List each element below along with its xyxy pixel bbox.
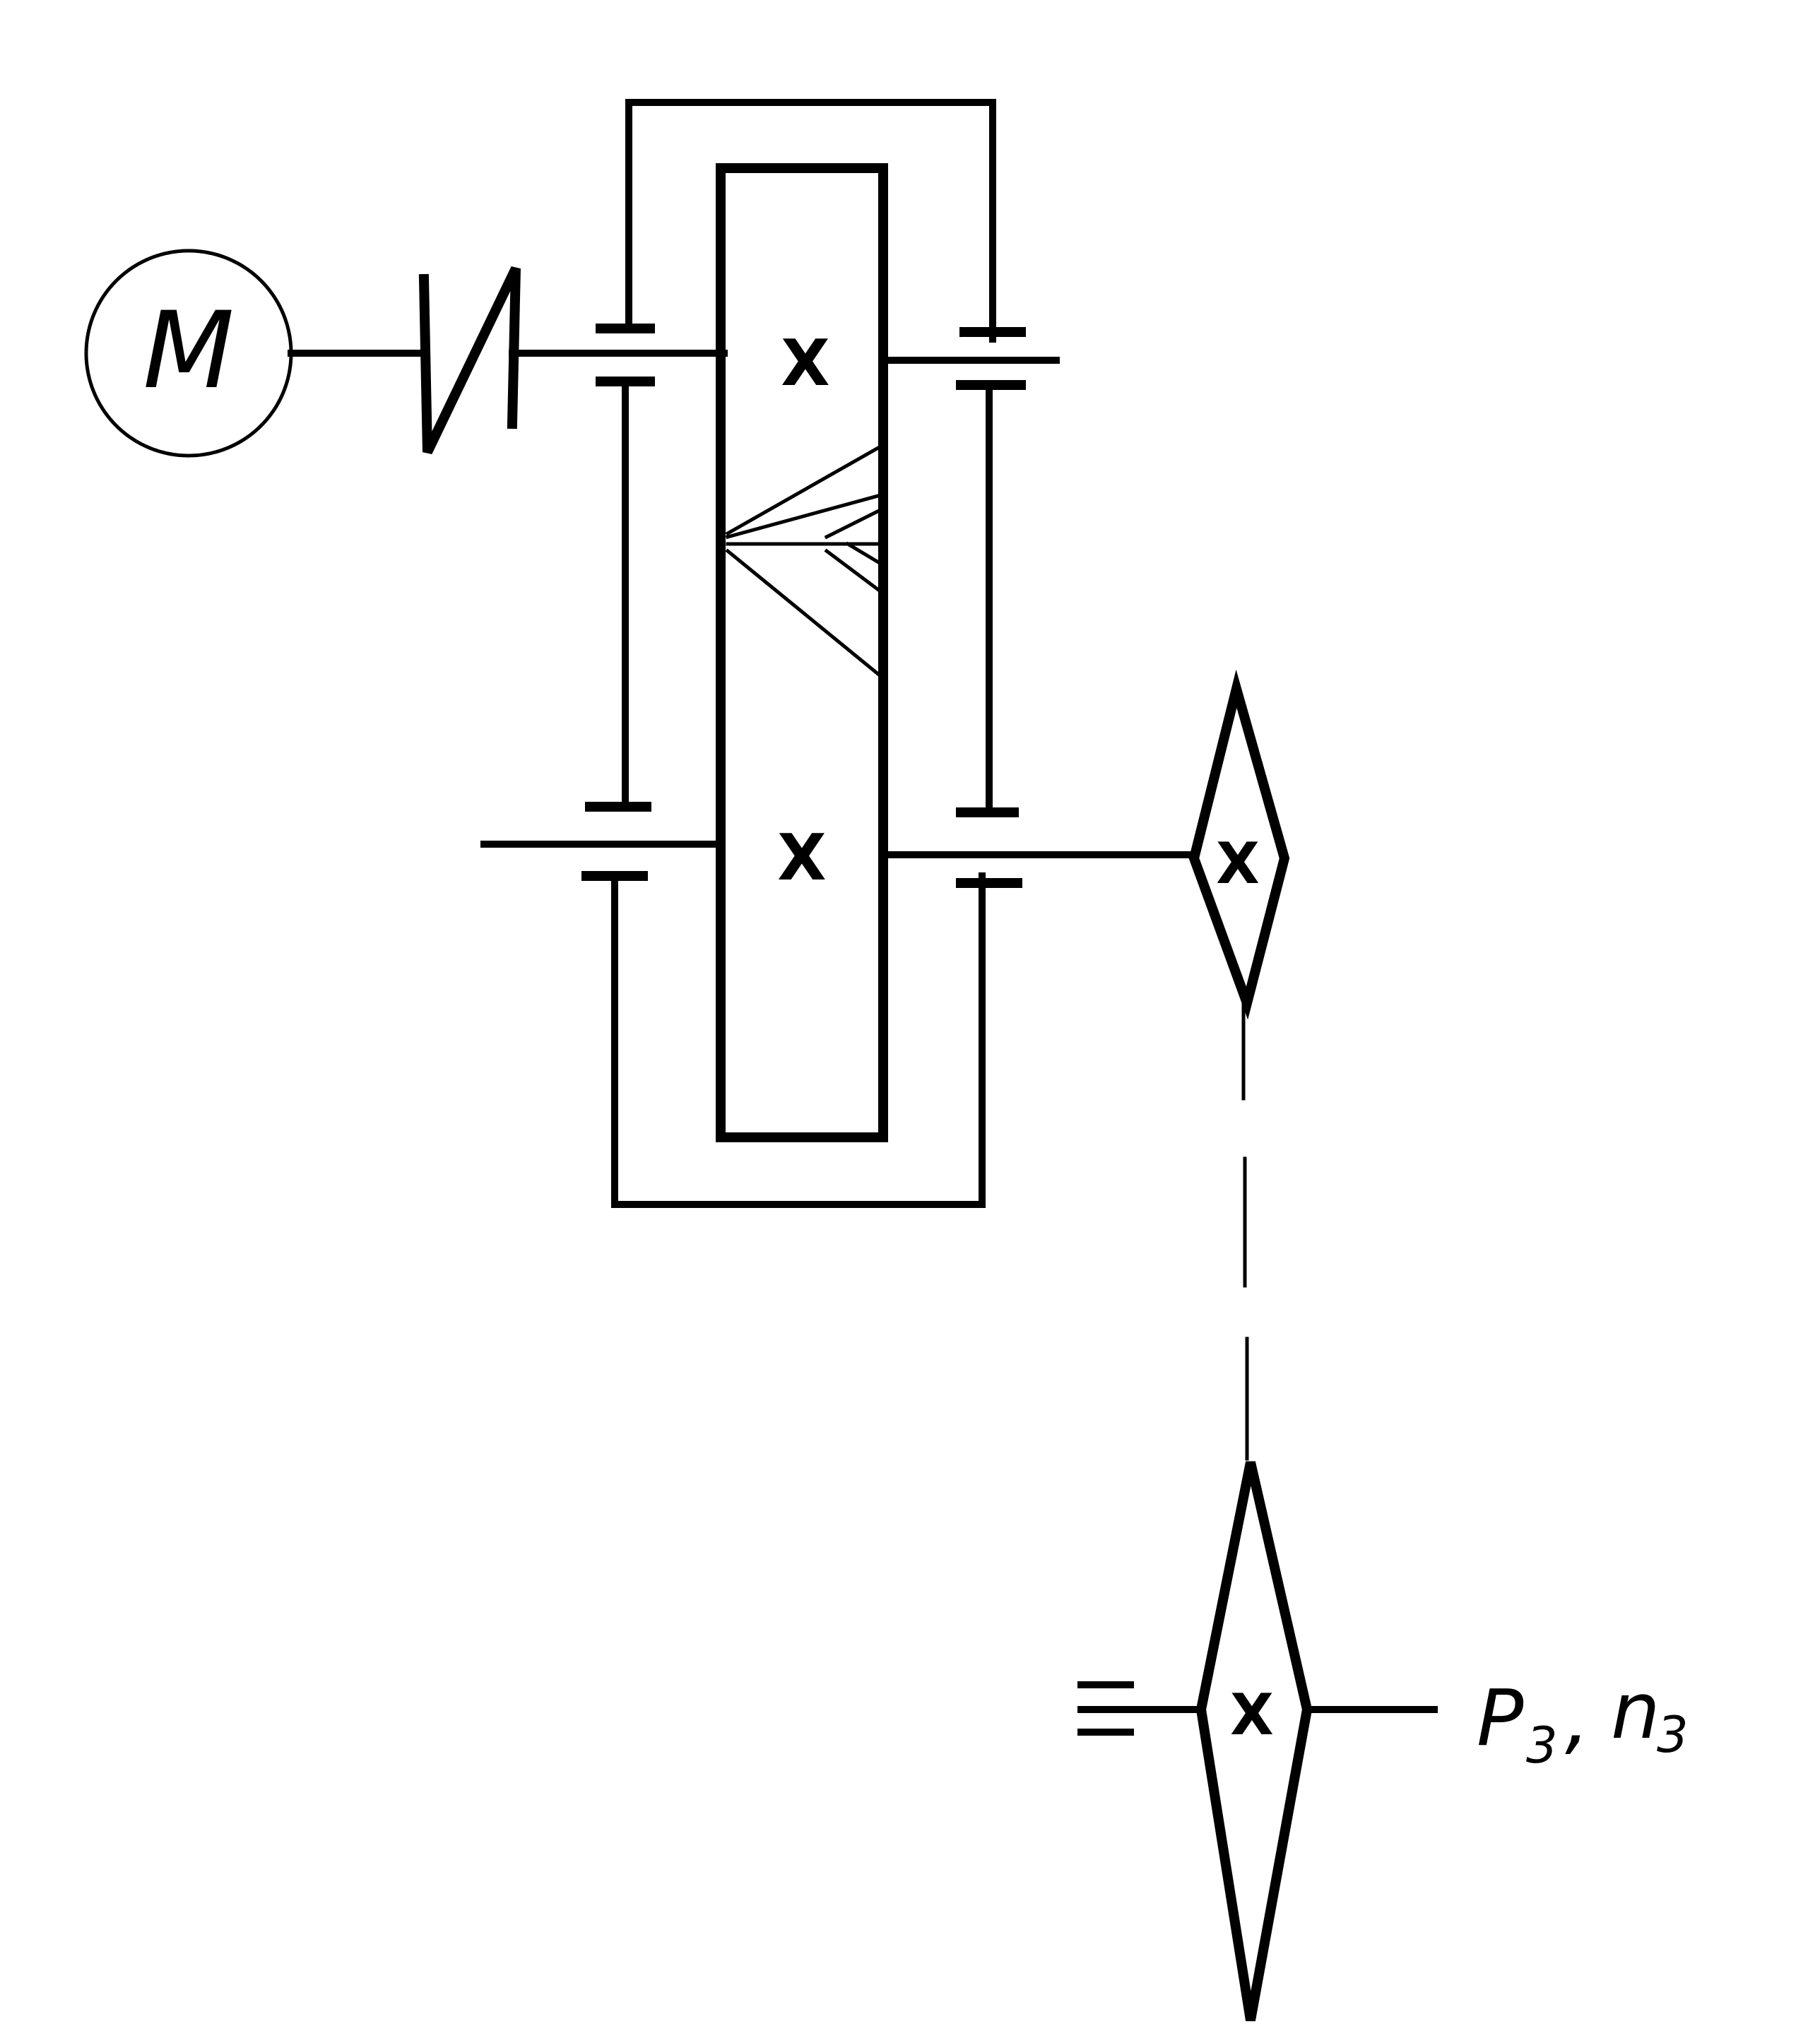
output-speed-label: n bbox=[1611, 1666, 1660, 1756]
helical-teeth-hatching bbox=[725, 442, 886, 681]
hatch-4 bbox=[725, 548, 886, 681]
hatch-2 bbox=[725, 492, 886, 540]
chain-line bbox=[1241, 1001, 1249, 1461]
driven-sprocket: X bbox=[1195, 1461, 1313, 2022]
output-power-label: P bbox=[1477, 1673, 1524, 1763]
output-speed-subscript: 3 bbox=[1657, 1706, 1689, 1764]
driven-shaft-bearing bbox=[1077, 1681, 1205, 1736]
hatch-6 bbox=[845, 541, 886, 568]
gear-pair-frame bbox=[716, 163, 888, 1142]
output-label: P 3 , n 3 bbox=[1477, 1666, 1689, 1775]
hatch-3 bbox=[824, 506, 886, 540]
housing-top bbox=[625, 99, 996, 343]
motor: M bbox=[84, 249, 293, 458]
drive-sprocket-mark: X bbox=[1216, 831, 1260, 896]
output-power-subscript: 3 bbox=[1526, 1717, 1558, 1775]
coupling bbox=[418, 266, 521, 455]
output-separator: , bbox=[1565, 1673, 1590, 1763]
coupling-zigzag bbox=[418, 266, 521, 455]
output-bearings bbox=[581, 802, 1022, 888]
gear-mark-input: X bbox=[781, 326, 829, 401]
housing-bottom bbox=[611, 872, 986, 1208]
driven-sprocket-outline bbox=[1195, 1461, 1313, 2022]
gearbox-housing bbox=[611, 99, 996, 1208]
gear-mark-output: X bbox=[777, 821, 826, 895]
motor-label: M bbox=[143, 290, 234, 413]
drive-sprocket: X bbox=[1188, 669, 1290, 1020]
driven-sprocket-mark: X bbox=[1230, 1682, 1274, 1748]
hatch-1 bbox=[725, 442, 886, 536]
hatch-5 bbox=[824, 548, 886, 596]
drive-sprocket-outline bbox=[1188, 669, 1290, 1020]
